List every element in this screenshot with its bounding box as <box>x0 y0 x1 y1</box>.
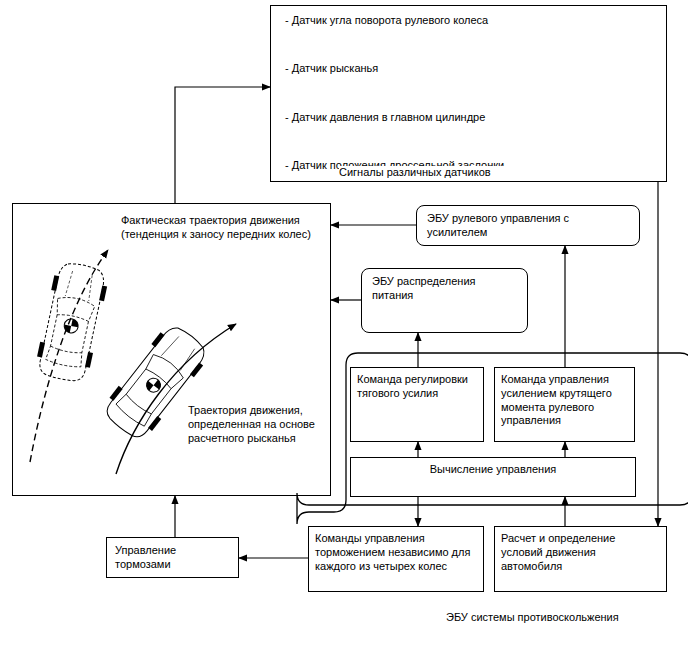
box-text: Команда регулировки тягового усилия <box>357 373 477 401</box>
caption-text: Фактическая траектория движения (тенденц… <box>121 214 321 242</box>
box-text: - Датчик давления в главном цилиндре <box>285 111 652 125</box>
box-text: Команды управления торможением независим… <box>315 532 477 573</box>
box-text: Расчет и определение условий движения ав… <box>501 532 660 573</box>
group-outline <box>296 352 688 506</box>
box-text: Управление тормозами <box>115 544 230 572</box>
flow-arrow <box>564 246 565 367</box>
process-box: Управление тормозами <box>106 537 239 578</box>
flow-arrow <box>417 333 418 367</box>
vehicle-box: Фактическая траектория движения (тенденц… <box>12 203 331 496</box>
process-box: Расчет и определение условий движения ав… <box>494 526 667 592</box>
estimated-path-arrow <box>116 324 236 474</box>
process-box: Вычисление управления <box>350 457 636 497</box>
flow-arrow <box>331 299 361 300</box>
flow-arrow <box>564 497 565 526</box>
process-box: Команда регулировки тягового усилия <box>350 367 484 442</box>
box-text: - Датчик угла поворота рулевого колеса <box>285 14 652 28</box>
group-outline-path <box>297 353 688 524</box>
box-text: Команда управления усилением крутящего м… <box>501 373 628 428</box>
flow-arrow <box>564 442 565 457</box>
flow-arrow <box>417 442 418 457</box>
ecu-box: ЭБУ распределения питания <box>361 268 528 333</box>
actual-path-arrow <box>30 250 108 462</box>
box-text: ЭБУ рулевого управления с усилителем <box>427 212 629 240</box>
car-actual <box>34 260 111 385</box>
process-box: Команды управления торможением независим… <box>308 526 484 592</box>
box-text: Вычисление управления <box>357 463 629 477</box>
flow-arrow <box>239 557 308 558</box>
flow-arrow <box>417 497 418 526</box>
flow-arrow <box>331 224 416 225</box>
caption-text: ЭБУ системы противоскольжения <box>446 611 684 625</box>
flow-arrow <box>175 87 270 203</box>
caption-text: Сигналы различных датчиков <box>339 166 599 180</box>
ecu-box: ЭБУ рулевого управления с усилителем <box>416 205 640 246</box>
flow-arrow <box>174 496 175 537</box>
process-box: Команда управления усилением крутящего м… <box>494 367 635 442</box>
sensor-box: - Датчик угла поворота рулевого колеса - … <box>270 5 667 182</box>
flow-arrow <box>657 182 658 526</box>
caption-text: Траектория движения, определенная на осн… <box>188 404 326 445</box>
ecu-group: ЭБУ системы противоскольженияКоманда рег… <box>296 352 684 607</box>
box-text: - Датчик рысканья <box>285 62 652 76</box>
box-text: ЭБУ распределения питания <box>372 275 517 303</box>
